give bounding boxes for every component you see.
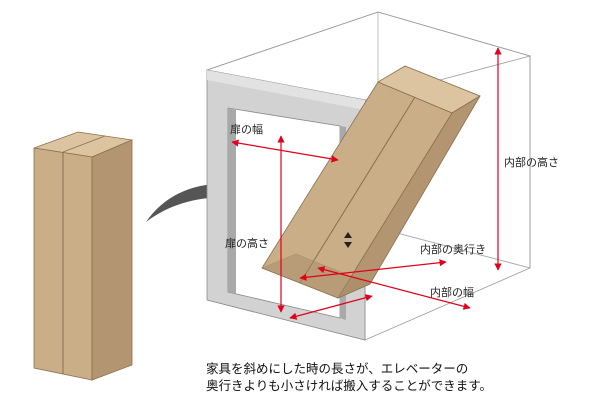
label-inner-height: 内部の高さ: [504, 156, 559, 169]
dimension-lines: [231, 47, 502, 320]
label-door-height: 扉の高さ: [225, 237, 269, 250]
caption-line-1: 家具を斜めにした時の長さが、エレベーターの: [206, 361, 469, 376]
label-inner-width: 内部の幅: [430, 286, 474, 299]
floor-front-line: [289, 294, 373, 320]
up-down-triangle-icon: [344, 232, 352, 248]
wardrobe-box: [33, 131, 134, 381]
caption-line-2: 奥行きよりも小さければ搬入することができます。: [206, 378, 493, 393]
caption: 家具を斜めにした時の長さが、エレベーターの 奥行きよりも小さければ搬入することが…: [206, 360, 492, 394]
door-width-line: [231, 139, 339, 163]
label-inner-depth: 内部の奥行き: [420, 243, 486, 256]
inner-width-line: [317, 266, 471, 310]
label-door-width: 扉の幅: [230, 123, 263, 136]
